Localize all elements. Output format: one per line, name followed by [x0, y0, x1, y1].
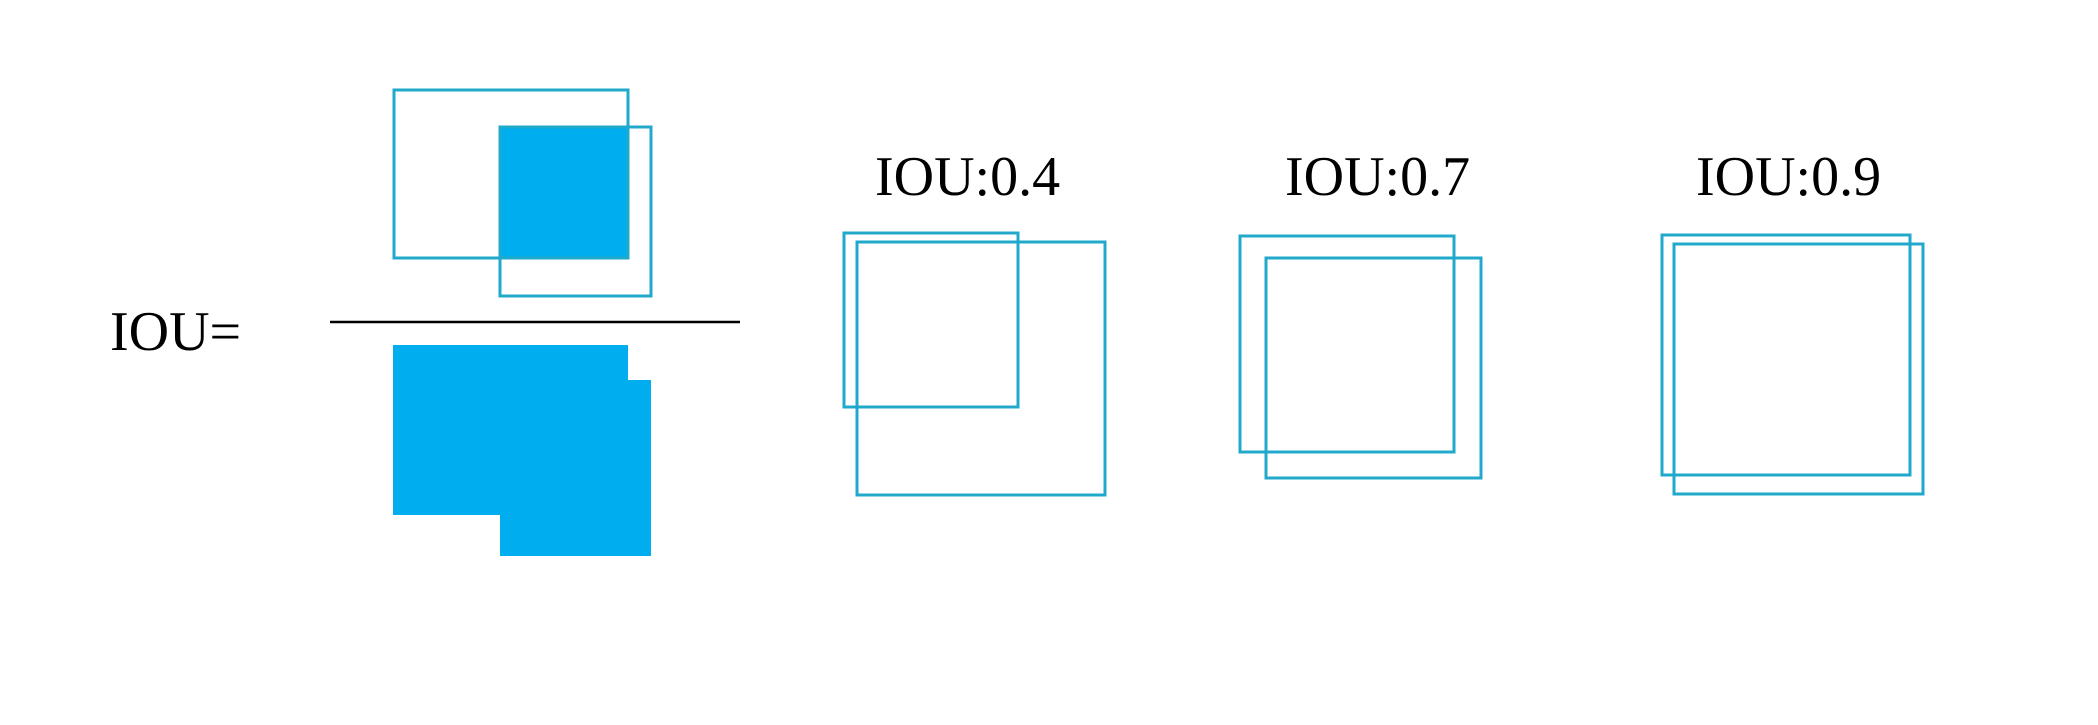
- box-a-outline: [392, 88, 630, 260]
- iou-formula-label: IOU=: [110, 301, 241, 363]
- example-boxes-2: [1238, 234, 1483, 480]
- numerator-intersection: [392, 88, 653, 298]
- example-label-2: IOU:0.7: [1285, 146, 1470, 208]
- box-b-outline: [498, 125, 653, 298]
- denominator-union: [393, 345, 651, 556]
- example-2-box-b: [1264, 256, 1483, 480]
- example-3-box-a: [1660, 233, 1912, 477]
- example-label-1: IOU:0.4: [875, 146, 1060, 208]
- example-2-box-a: [1238, 234, 1456, 454]
- example-3-box-b: [1672, 242, 1925, 496]
- union-fill-b: [500, 380, 651, 556]
- example-label-3: IOU:0.9: [1696, 146, 1881, 208]
- intersection-fill: [500, 127, 628, 258]
- example-boxes-3: [1660, 233, 1925, 496]
- example-boxes-1: [842, 231, 1107, 497]
- example-1-box-b: [855, 240, 1107, 497]
- example-1-box-a: [842, 231, 1020, 409]
